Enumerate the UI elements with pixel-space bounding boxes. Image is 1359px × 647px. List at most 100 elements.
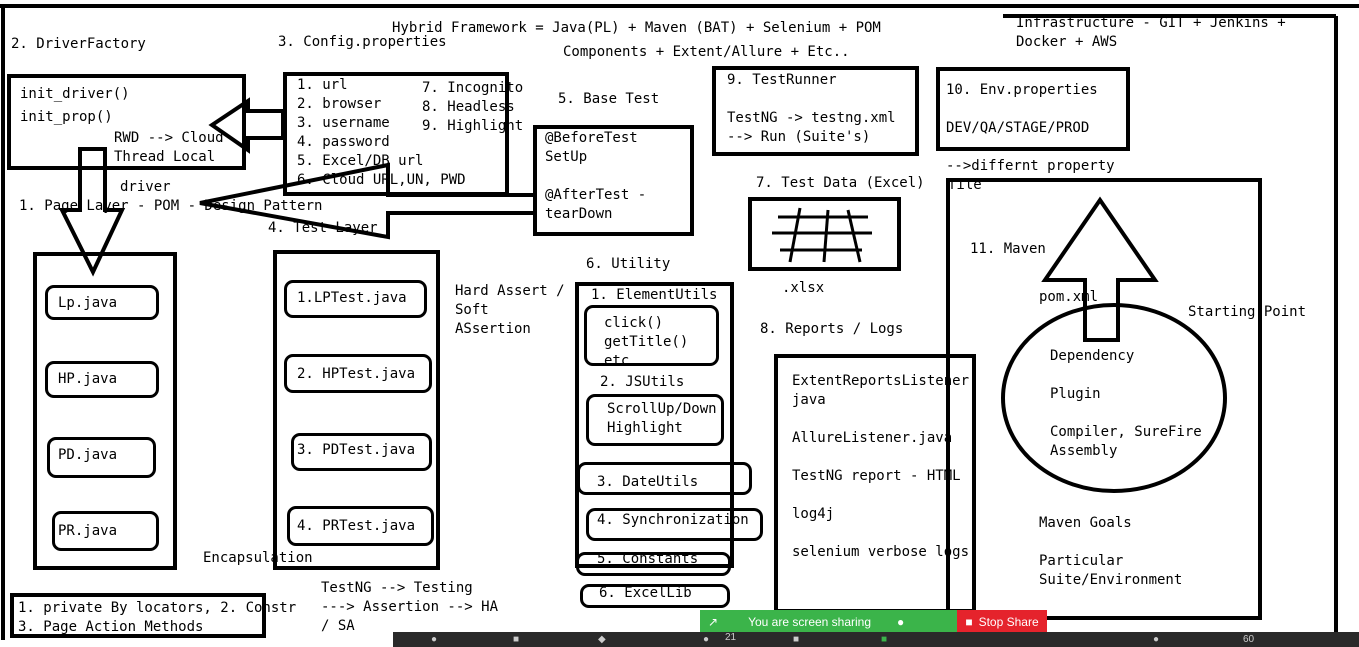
constants-box xyxy=(576,552,731,576)
driverfactory-box xyxy=(7,74,246,170)
testdata-label: 7. Test Data (Excel) xyxy=(756,175,925,191)
test-pd-label: 3. PDTest.java xyxy=(297,442,416,458)
test-pd xyxy=(291,433,432,471)
file-pd xyxy=(47,437,156,478)
reactions-icon[interactable]: ● xyxy=(1153,634,1160,645)
framework-title-line2: Components + Extent/Allure + Etc.. xyxy=(563,44,850,60)
file-pd-label: PD.java xyxy=(58,447,118,463)
test-hp xyxy=(284,354,432,393)
config-item-4: 4. password xyxy=(297,134,390,150)
page-layer-bottom-box xyxy=(10,593,266,638)
driverfactory-label: 2. DriverFactory xyxy=(11,36,146,52)
infra-line1: Infrastructure - GIT + Jenkins + xyxy=(1016,15,1286,31)
pom-xml: pom.xml xyxy=(1039,289,1099,305)
starting-point: Starting Point xyxy=(1188,304,1307,320)
xlsx: .xlsx xyxy=(782,280,825,296)
maven-label: 11. Maven xyxy=(970,241,1046,257)
init-driver: init_driver() xyxy=(20,86,130,102)
arrow-config-to-driver xyxy=(208,97,285,154)
report-allure: AllureListener.java xyxy=(792,430,953,446)
utility-box xyxy=(575,282,734,568)
js-scroll: ScrollUp/Down xyxy=(607,401,717,417)
maven-compiler: Compiler, SureFire xyxy=(1050,424,1202,440)
maven-suite-env: Suite/Environment xyxy=(1039,572,1183,588)
element-utils: 1. ElementUtils xyxy=(591,287,718,303)
screen-sharing-text: You are screen sharing xyxy=(748,614,872,629)
thread-local: Thread Local xyxy=(114,149,216,165)
maven-assembly: Assembly xyxy=(1050,443,1118,459)
file-lp-label: Lp.java xyxy=(58,295,118,311)
file-lp xyxy=(45,285,159,320)
page-layer-label: 1. Page Layer - POM - Design Pattern xyxy=(19,198,323,214)
report-verbose: selenium verbose logs xyxy=(792,544,970,560)
framework-title-line1: Hybrid Framework = Java(PL) + Maven (BAT… xyxy=(392,20,881,36)
date-utils-box xyxy=(577,462,752,495)
before-test: @BeforeTest xyxy=(545,130,638,146)
config-item-9: 9. Highlight xyxy=(422,118,524,134)
setup: SetUp xyxy=(545,149,588,165)
env-box xyxy=(936,67,1130,151)
report-extent-java: java xyxy=(792,392,826,408)
participants-count: 21 xyxy=(725,632,737,643)
maven-goals: Maven Goals xyxy=(1039,515,1132,531)
env-label: 10. Env.properties xyxy=(946,82,1098,98)
after-test: @AfterTest - xyxy=(545,187,647,203)
arrow-driver-to-pages xyxy=(58,147,126,277)
test-pr xyxy=(287,506,434,546)
screen-sharing-status: ↗ You are screen sharing ● xyxy=(700,610,957,633)
infra-line2: Docker + AWS xyxy=(1016,34,1118,50)
file-hp xyxy=(45,361,159,398)
test-pr-label: 4. PRTest.java xyxy=(297,518,416,534)
config-label: 3. Config.properties xyxy=(278,34,447,50)
video-icon[interactable]: ■ xyxy=(513,634,520,645)
testrunner-line2: --> Run (Suite's) xyxy=(727,129,871,145)
excellib: 6. ExcelLib xyxy=(599,585,692,601)
arrow-basetest-to-pagelayer xyxy=(199,162,537,240)
page-layer-bottom-1: 1. private By locators, 2. Constr xyxy=(18,600,297,616)
excellib-box xyxy=(580,584,730,608)
js-utils: 2. JSUtils xyxy=(600,374,685,390)
maven-circle xyxy=(1001,303,1227,493)
sync-box xyxy=(586,508,763,541)
share-screen-icon[interactable]: ■ xyxy=(881,634,888,645)
testng-line3: / SA xyxy=(321,618,355,634)
page-layer-box xyxy=(33,252,177,570)
config-item-5: 5. Excel/DB url xyxy=(297,153,424,169)
reports-label: 8. Reports / Logs xyxy=(760,321,904,337)
chat-icon[interactable]: ■ xyxy=(793,634,800,645)
constants: 5. Constants xyxy=(597,551,699,564)
eu-gettitle: getTitle() xyxy=(604,334,689,350)
encapsulation: Encapsulation xyxy=(203,550,313,566)
init-prop: init_prop() xyxy=(20,109,113,125)
test-hp-label: 2. HPTest.java xyxy=(297,366,416,382)
test-layer-box xyxy=(273,250,440,570)
element-utils-items-box xyxy=(584,305,719,366)
maven-dependency: Dependency xyxy=(1050,348,1135,364)
screen-share-bar: ↗ You are screen sharing ● ■ Stop Share xyxy=(700,610,1047,633)
stop-share-button[interactable]: ■ Stop Share xyxy=(957,610,1047,633)
shield-icon: ● xyxy=(897,614,905,629)
testdata-box xyxy=(748,197,901,271)
testrunner-line1: TestNG -> testng.xml xyxy=(727,110,896,126)
maven-particular: Particular xyxy=(1039,553,1124,569)
participants-icon[interactable]: ● xyxy=(703,634,710,645)
assert-line2: Soft xyxy=(455,302,489,318)
security-icon[interactable]: ◆ xyxy=(598,634,606,645)
config-item-6: 6. Cloud URL,UN, PWD xyxy=(297,172,466,188)
stop-share-label: Stop Share xyxy=(978,614,1039,629)
file-pr xyxy=(52,511,159,551)
stop-icon: ■ xyxy=(965,614,973,629)
share-icon: ↗ xyxy=(708,614,719,629)
config-item-7: 7. Incognito xyxy=(422,80,524,96)
rwd-cloud: RWD --> Cloud xyxy=(114,130,224,146)
config-item-2: 2. browser xyxy=(297,96,382,112)
utility-label: 6. Utility xyxy=(586,256,671,272)
js-utils-items-box xyxy=(586,394,724,446)
eu-click: click() xyxy=(604,315,664,331)
testrunner-label: 9. TestRunner xyxy=(727,72,837,88)
arrow-maven-up xyxy=(1041,196,1159,342)
mic-icon[interactable]: ● xyxy=(431,634,438,645)
report-extent: ExtentReportsListener. xyxy=(792,373,978,389)
meeting-toolbar: ● ■ ◆ ● 21 ■ ■ ● 60 xyxy=(393,632,1359,647)
